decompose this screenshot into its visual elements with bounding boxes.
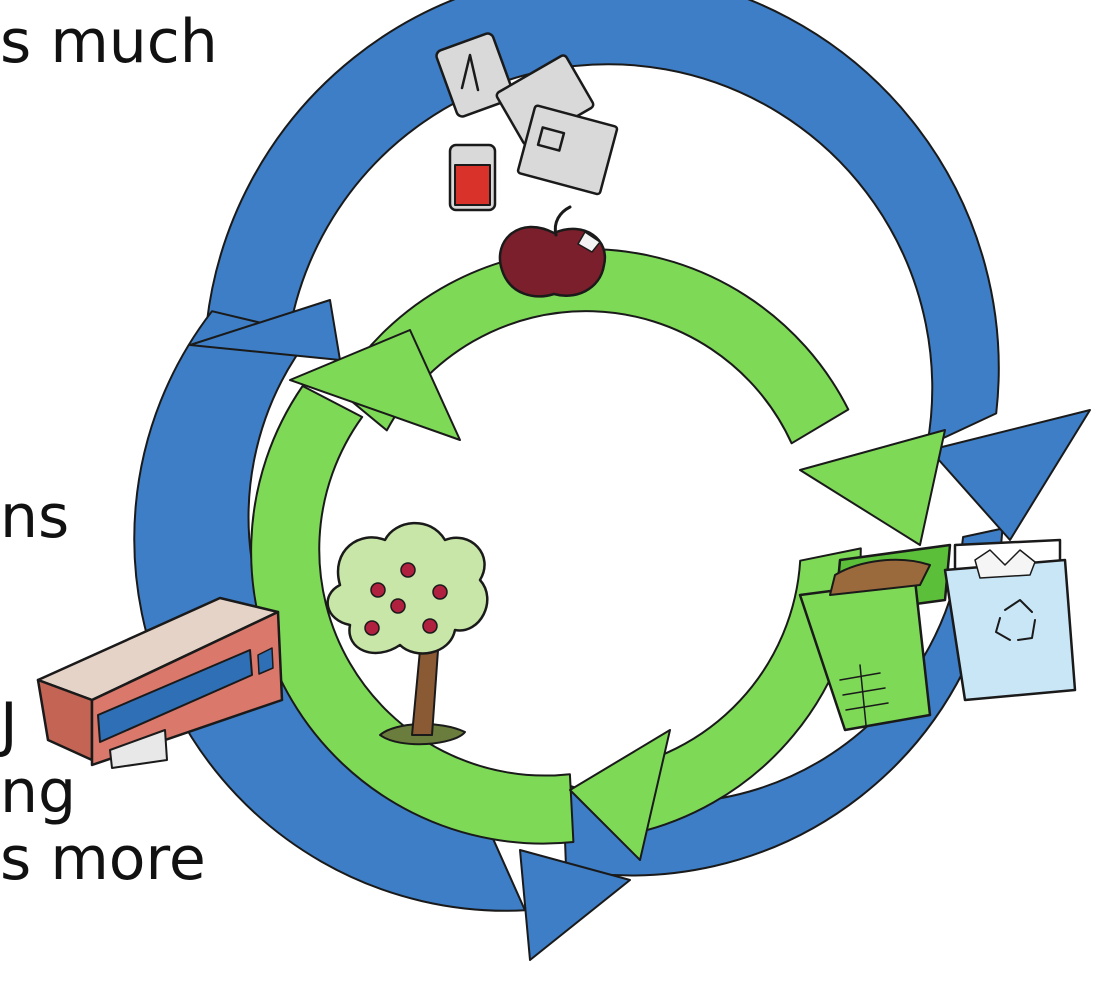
outer-ring-arrowhead-right bbox=[929, 409, 1091, 541]
tree-fruit bbox=[400, 562, 416, 578]
text-fragment-5: s more bbox=[0, 824, 206, 894]
outer-ring-arrowhead-left bbox=[189, 299, 341, 361]
text-fragment-3: J bbox=[0, 690, 18, 760]
tree-icon bbox=[326, 521, 489, 746]
recycle-bin-icon bbox=[943, 538, 1077, 702]
apple-icon bbox=[498, 205, 607, 298]
outer-cycle-ring bbox=[133, 0, 1091, 961]
text-fragment-2: ns bbox=[0, 482, 70, 552]
text-fragment-4: ng bbox=[0, 757, 77, 827]
compost-bin-icon bbox=[798, 543, 952, 732]
tin-can-label bbox=[454, 164, 491, 206]
recycle-symbol-icon bbox=[995, 599, 1036, 641]
recycle-bin-front bbox=[943, 558, 1077, 702]
compost-bin-grid bbox=[839, 664, 889, 726]
tree-fruit bbox=[390, 598, 406, 614]
inner-ring-arc-top bbox=[336, 248, 850, 445]
apple-sticker bbox=[577, 231, 601, 253]
inner-ring-arrowhead-right bbox=[799, 429, 946, 546]
inner-ring-arrowhead-left bbox=[289, 329, 461, 441]
tree-fruit bbox=[422, 618, 438, 634]
tree-fruit bbox=[432, 584, 448, 600]
outer-ring-arrowhead-bottom bbox=[519, 849, 631, 961]
building-icon bbox=[36, 596, 284, 769]
tree-fruit bbox=[370, 582, 386, 598]
compost-contents bbox=[829, 558, 931, 596]
inner-ring-arrowhead-bottom bbox=[569, 729, 671, 861]
text-fragment-1: s much bbox=[0, 7, 218, 77]
building-door bbox=[109, 729, 168, 769]
tree-canopy bbox=[326, 521, 489, 655]
recycle-bin-bottles bbox=[974, 549, 1036, 579]
newspaper bbox=[516, 104, 619, 196]
apple-stem bbox=[553, 205, 572, 237]
building-end-window bbox=[257, 647, 274, 675]
newspaper-photo bbox=[536, 126, 566, 152]
building-window-band bbox=[97, 649, 253, 743]
tree-trunk bbox=[411, 649, 439, 736]
screen-squiggle bbox=[460, 53, 480, 92]
tree-fruit bbox=[364, 620, 380, 636]
devices-icon bbox=[435, 32, 619, 212]
